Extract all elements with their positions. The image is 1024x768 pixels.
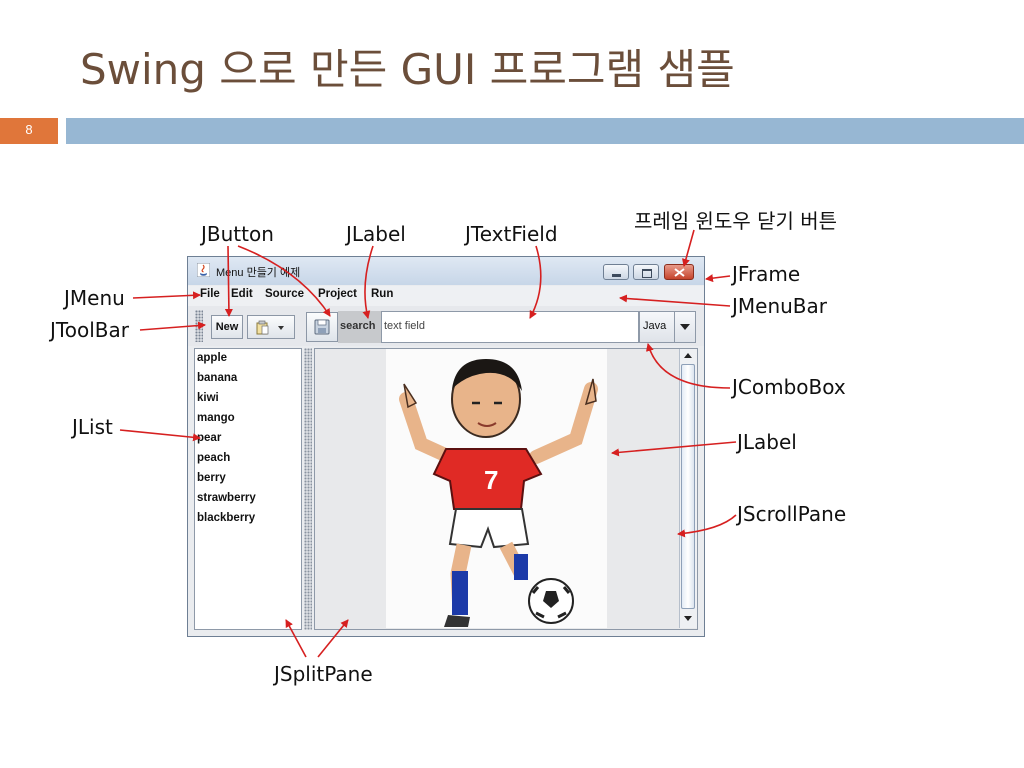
split-pane-divider[interactable] [304,348,312,630]
callout-jscrollpane: JScrollPane [737,502,847,526]
callout-jframe: JFrame [732,262,801,286]
new-button[interactable]: New [211,315,243,339]
arrow-jbutton-new [224,245,233,317]
menu-source[interactable]: Source [265,288,304,300]
callout-jtoolbar: JToolBar [50,318,129,342]
menu-edit[interactable]: Edit [231,288,253,300]
menu-run[interactable]: Run [371,288,394,300]
arrow-jlabel-search [362,245,374,319]
combobox-dropdown-button[interactable] [674,312,695,342]
title-underline-bar [66,118,1024,144]
callout-jlabel-search: JLabel [346,222,406,246]
minimize-button[interactable] [603,264,629,280]
maximize-button[interactable] [633,264,659,280]
menubar [188,286,704,306]
callout-jbutton: JButton [201,222,274,246]
save-button[interactable] [306,312,338,342]
menu-file[interactable]: File [200,288,220,300]
list-item[interactable]: banana [197,372,238,384]
close-icon [674,268,685,277]
java-cup-icon [197,263,210,277]
soccer-player-image: 7 [399,359,598,627]
list-item[interactable]: mango [197,412,235,424]
callout-jtextfield: JTextField [465,222,558,246]
list-item[interactable]: blackberry [197,512,256,524]
list-item[interactable]: peach [197,452,231,464]
arrow-jlist [119,429,201,442]
list-item[interactable]: pear [197,432,222,444]
jersey-number: 7 [484,465,498,495]
arrow-close-button [682,229,695,267]
arrow-jtextfield [529,245,542,319]
list-item[interactable]: strawberry [197,492,256,504]
arrow-jcombobox [645,343,731,389]
scroll-down-icon[interactable] [681,612,695,624]
callout-jlist: JList [72,415,113,439]
combobox-value: Java [643,320,667,332]
slide-title: Swing 으로 만든 GUI 프로그램 샘플 [80,45,735,94]
scroll-up-icon[interactable] [681,350,695,362]
arrow-jbutton-save [237,245,331,317]
callout-jsplitpane: JSplitPane [274,662,373,686]
list-item[interactable]: kiwi [197,392,219,404]
list-item[interactable]: berry [197,472,226,484]
callout-jcombobox: JComboBox [732,375,846,399]
paste-icon [256,320,284,335]
floppy-disk-icon [314,319,330,335]
arrow-jframe [705,274,731,283]
open-dropdown-button[interactable] [247,315,295,339]
callout-jmenu: JMenu [64,286,125,310]
arrow-jlabel-image [611,441,737,457]
arrow-jmenubar [619,294,731,307]
text-field[interactable]: text field [381,311,639,343]
chevron-down-icon [680,324,690,330]
page-number: 8 [0,118,58,144]
callout-jmenubar: JMenuBar [732,294,828,318]
arrow-jsplitpane-right [317,619,349,658]
close-button[interactable] [664,264,694,280]
search-label-background [338,311,382,343]
arrow-jscrollpane [677,514,737,538]
arrow-jmenu [132,291,201,300]
callout-jlabel-image: JLabel [737,430,797,454]
callout-close-button: 프레임 윈도우 닫기 버튼 [634,209,838,233]
scrollbar-thumb[interactable] [681,364,695,609]
arrow-jtoolbar [139,321,206,331]
window-title: Menu 만들기 예제 [216,267,301,279]
search-label: search [340,320,376,332]
menu-project[interactable]: Project [318,288,357,300]
fruit-list[interactable] [194,348,302,630]
list-item[interactable]: apple [197,352,228,364]
arrow-jsplitpane-left [285,619,307,658]
